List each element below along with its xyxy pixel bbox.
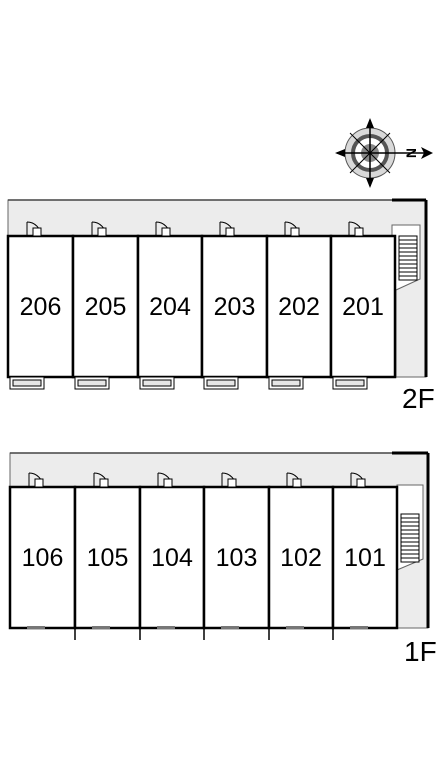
balcony bbox=[9, 376, 45, 390]
floor-label-2f: 2F bbox=[402, 383, 435, 414]
unit-202: 202 bbox=[265, 221, 333, 390]
window bbox=[221, 626, 239, 629]
compass: N bbox=[335, 118, 433, 188]
door-icon bbox=[28, 472, 44, 488]
unit-103: 103 bbox=[202, 472, 271, 630]
unit-106: 106 bbox=[8, 472, 77, 630]
window bbox=[350, 626, 368, 629]
door-icon bbox=[155, 221, 171, 237]
balcony bbox=[139, 376, 175, 390]
door-icon bbox=[350, 472, 366, 488]
window bbox=[27, 626, 45, 629]
floor-1f: 106 105 104 10 bbox=[8, 451, 437, 667]
unit-number: 102 bbox=[280, 544, 322, 572]
door-icon bbox=[91, 221, 107, 237]
balcony bbox=[203, 376, 239, 390]
door-icon bbox=[284, 221, 300, 237]
door-icon bbox=[26, 221, 42, 237]
unit-204: 204 bbox=[136, 221, 204, 390]
wall-ticks bbox=[74, 628, 334, 640]
door-icon bbox=[219, 221, 235, 237]
unit-101: 101 bbox=[331, 472, 399, 630]
unit-203: 203 bbox=[200, 221, 269, 390]
unit-number: 105 bbox=[87, 544, 129, 572]
north-label: N bbox=[403, 148, 419, 158]
floor-2f: 206 205 204 bbox=[6, 198, 435, 414]
unit-number: 103 bbox=[216, 544, 258, 572]
door-icon bbox=[348, 221, 364, 237]
unit-number: 202 bbox=[278, 293, 320, 321]
window bbox=[92, 626, 110, 629]
unit-102: 102 bbox=[267, 472, 335, 630]
window bbox=[157, 626, 175, 629]
unit-number: 106 bbox=[22, 544, 64, 572]
door-icon bbox=[286, 472, 302, 488]
unit-number: 204 bbox=[149, 293, 191, 321]
unit-number: 101 bbox=[344, 544, 386, 572]
unit-number: 206 bbox=[20, 293, 62, 321]
compass-rose-icon bbox=[335, 118, 403, 188]
north-arrow-icon bbox=[421, 147, 433, 159]
balcony bbox=[332, 376, 368, 390]
window bbox=[286, 626, 304, 629]
unit-104: 104 bbox=[138, 472, 206, 630]
door-icon bbox=[93, 472, 109, 488]
door-icon bbox=[157, 472, 173, 488]
unit-206: 206 bbox=[6, 221, 75, 390]
unit-number: 104 bbox=[151, 544, 193, 572]
unit-105: 105 bbox=[73, 472, 142, 630]
balcony bbox=[268, 376, 304, 390]
unit-number: 203 bbox=[214, 293, 256, 321]
unit-number: 205 bbox=[85, 293, 127, 321]
unit-205: 205 bbox=[71, 221, 140, 390]
stair-2f bbox=[398, 235, 418, 281]
door-icon bbox=[221, 472, 237, 488]
floor-label-1f: 1F bbox=[404, 636, 437, 667]
unit-201: 201 bbox=[329, 221, 397, 390]
balcony bbox=[74, 376, 110, 390]
unit-number: 201 bbox=[342, 293, 384, 321]
